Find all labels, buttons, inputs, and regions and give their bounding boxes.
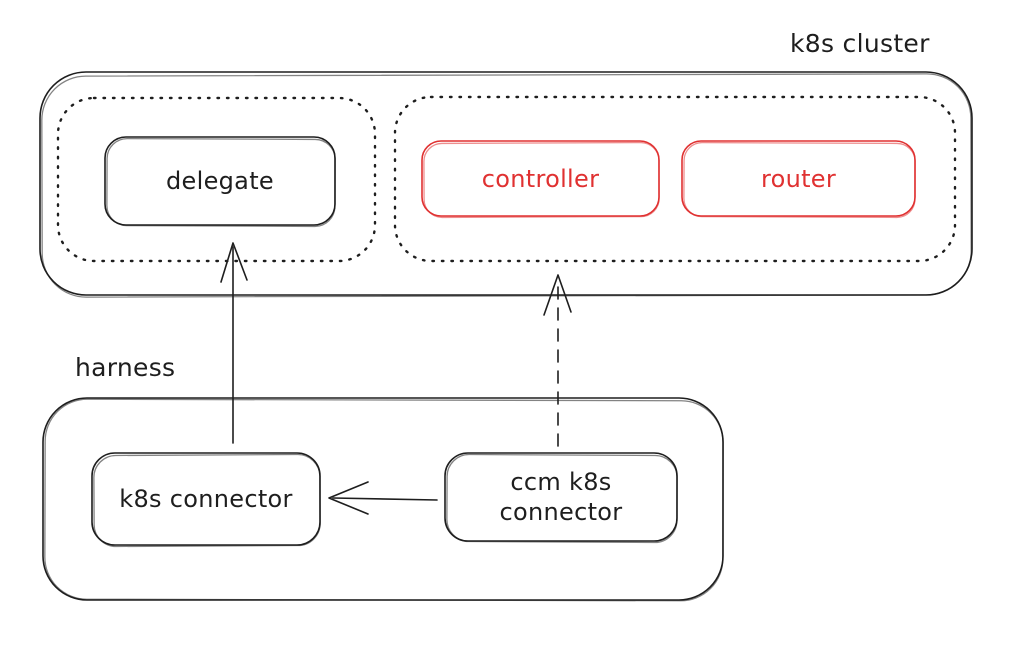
k8s-cluster-label: k8s cluster xyxy=(790,29,930,59)
arrow-ccm-connector-to-k8s-connector xyxy=(328,481,438,515)
controller-node-label: controller xyxy=(481,164,600,193)
delegate-node-label: delegate xyxy=(166,167,274,195)
delegate-group-box xyxy=(56,96,377,263)
arrow-ccm-connector-to-controller-group xyxy=(543,274,572,447)
k8s-cluster-box xyxy=(39,71,973,298)
router-node-label: router xyxy=(760,164,837,193)
k8s-connector-node-box xyxy=(91,452,321,548)
controller-group-box xyxy=(393,95,957,263)
ccm-k8s-connector-node-label: ccm k8s connector xyxy=(499,468,623,526)
delegate-node-box xyxy=(104,136,336,228)
controller-node-box xyxy=(421,140,660,219)
router-node-box xyxy=(681,140,916,219)
harness-label: harness xyxy=(75,353,176,383)
ccm-k8s-connector-node-box xyxy=(444,452,678,544)
k8s-connector-node-label: k8s connector xyxy=(119,485,293,513)
arrow-k8s-connector-to-delegate xyxy=(220,242,248,444)
harness-box xyxy=(42,397,724,602)
